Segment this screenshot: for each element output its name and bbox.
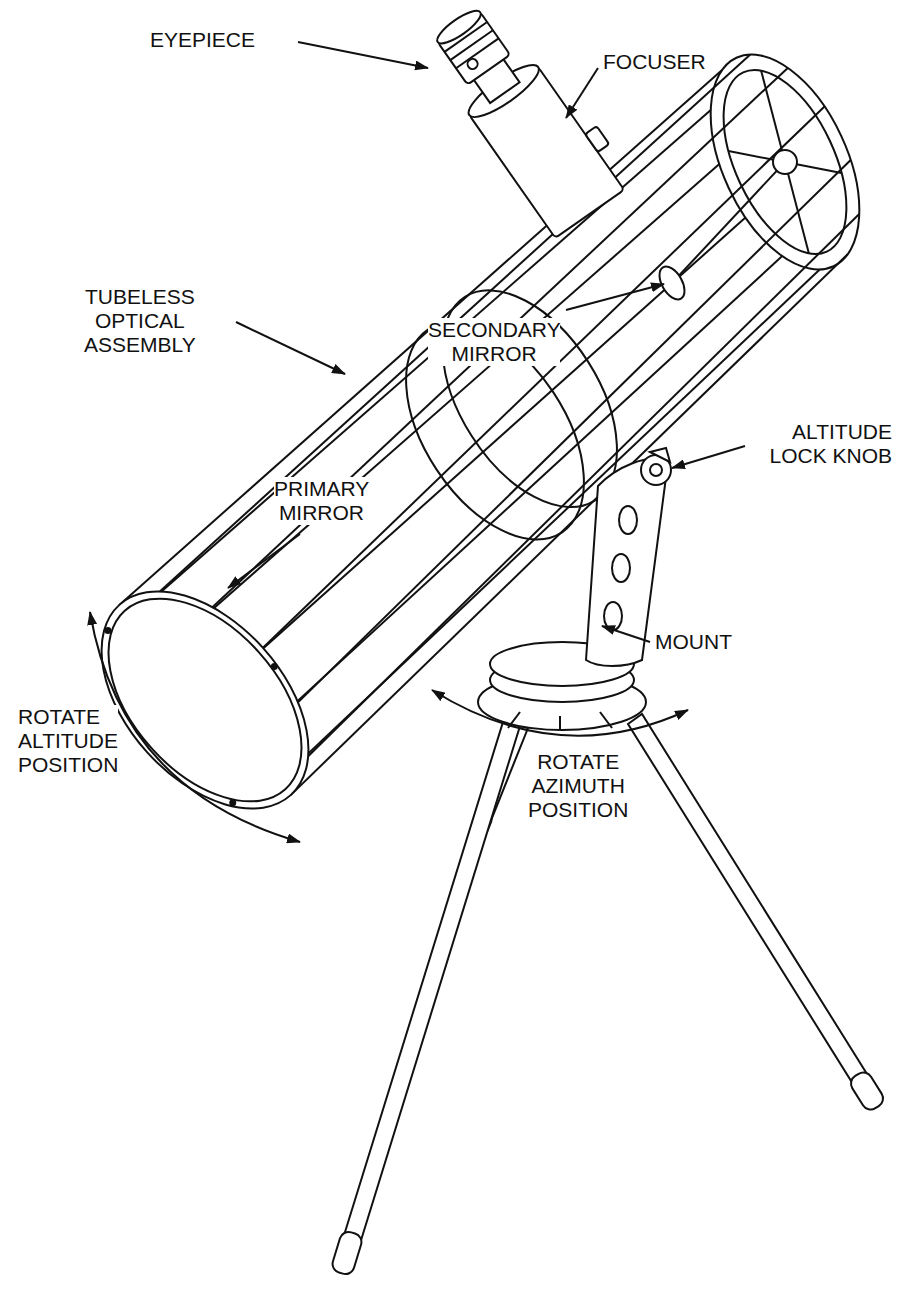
optical-tube-part — [272, 664, 277, 669]
optical-tube-part — [250, 269, 820, 808]
focuser-drawing-part — [433, 6, 485, 49]
mount-arm-part — [619, 506, 637, 534]
optical-tube-part — [105, 628, 110, 633]
tripod-part — [330, 1230, 363, 1277]
part-label: SECONDARY MIRROR — [428, 318, 560, 366]
optical-tube-part — [230, 800, 235, 805]
leader-lines-part — [298, 42, 428, 68]
tripod-part — [848, 1069, 887, 1113]
optical-tube-part — [308, 214, 859, 756]
tripod-part — [559, 716, 561, 730]
mount-arm — [490, 448, 671, 702]
leader-lines-part — [672, 446, 745, 468]
part-label: FOCUSER — [603, 50, 706, 74]
leader-lines-part — [90, 612, 300, 842]
leader-lines-part — [602, 626, 650, 642]
tripod-part — [628, 714, 872, 1092]
focuser-drawing-part — [462, 57, 545, 125]
leader-lines-part — [432, 690, 688, 736]
optical-tube-part — [785, 162, 809, 253]
optical-tube-part — [698, 51, 871, 272]
part-label: EYEPIECE — [150, 28, 255, 52]
leader-lines-part — [566, 284, 664, 310]
optical-tube-part — [654, 262, 689, 303]
leader-lines-part — [228, 534, 300, 588]
focuser-drawing-part — [585, 126, 609, 152]
optical-tube-part — [761, 71, 785, 162]
optical-tube-part — [212, 68, 787, 607]
optical-tube-part — [71, 563, 339, 838]
mount-arm-part — [604, 602, 622, 630]
focuser-drawing-part — [466, 57, 480, 71]
leader-lines-part — [566, 68, 598, 118]
part-label: ROTATE ALTITUDE POSITION — [18, 705, 118, 777]
focuser-drawing — [420, 0, 636, 238]
mount-arm-part — [650, 464, 662, 476]
optical-tube-part — [773, 150, 797, 174]
optical-tube-part — [672, 162, 785, 283]
optical-tube-part — [680, 32, 890, 293]
optical-tube-part — [291, 254, 848, 795]
mount-arm-part — [612, 554, 630, 582]
leader-lines — [90, 42, 745, 842]
tripod-part — [341, 722, 520, 1250]
tripod — [330, 674, 886, 1276]
part-label: ROTATE AZIMUTH POSITION — [528, 750, 628, 822]
optical-tube-part — [61, 553, 348, 848]
part-label: TUBELESS OPTICAL ASSEMBLY — [84, 285, 196, 357]
optical-tube-part — [119, 70, 722, 605]
part-label: ALTITUDE LOCK KNOB — [752, 420, 892, 468]
leader-lines-part — [236, 322, 345, 374]
part-label: PRIMARY MIRROR — [274, 477, 369, 525]
tripod-part — [600, 712, 612, 728]
part-label: MOUNT — [655, 630, 732, 654]
mount-arm-part — [650, 448, 670, 462]
optical-tube-part — [370, 291, 621, 571]
